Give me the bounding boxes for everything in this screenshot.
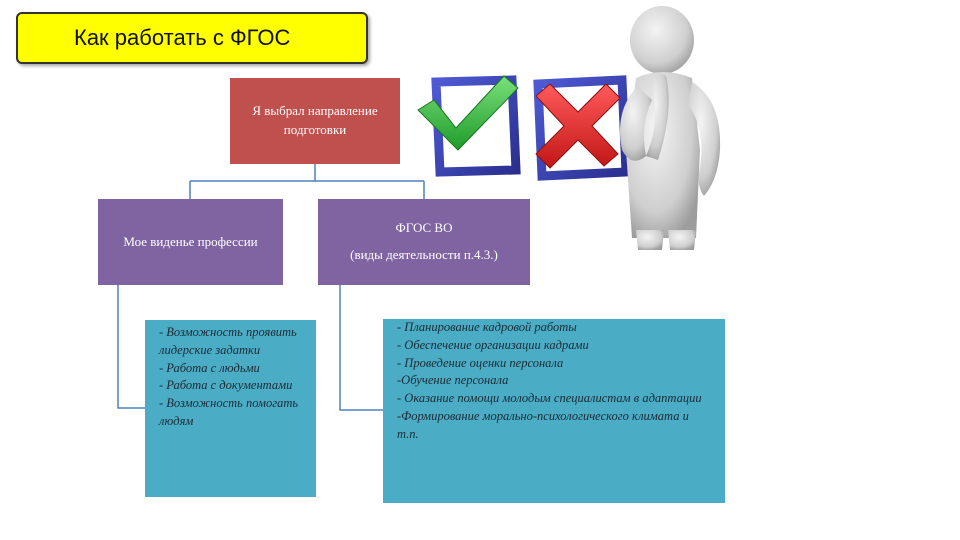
- leaf-left-item: - Возможность проявить лидерские задатки: [159, 325, 300, 357]
- title-text: Как работать с ФГОС: [74, 25, 291, 50]
- leaf-node-profession-points: - Возможность проявить лидерские задатки…: [145, 320, 316, 497]
- root-node: Я выбрал направление подготовки: [230, 78, 400, 164]
- child-node-fgos-title: ФГОС ВО: [395, 220, 453, 236]
- root-node-text: Я выбрал направление подготовки: [252, 103, 378, 137]
- leaf-right-item: -Обучение персонала: [397, 373, 509, 388]
- leaf-right-item: -Формирование морально-психологического …: [397, 408, 692, 441]
- leaf-right-item: - Обеспечение организации кадрами: [397, 337, 589, 352]
- leaf-right-item: - Проведение оценки персонала: [397, 355, 564, 370]
- leaf-node-fgos-activities: - Планирование кадровой работы - Обеспеч…: [383, 319, 725, 503]
- child-node-fgos-subtitle: (виды деятельности п.4.3.): [350, 247, 498, 262]
- thinking-person-figure: [620, 6, 721, 250]
- connector-left-leaf: [117, 285, 145, 409]
- leaf-left-item: - Возможность помогать людям: [159, 396, 302, 428]
- page-title: Как работать с ФГОС: [16, 12, 368, 64]
- child-node-fgos-vo: ФГОС ВО (виды деятельности п.4.3.): [318, 199, 530, 285]
- leaf-left-item: - Работа с людьми: [159, 360, 260, 375]
- connector-right-leaf: [339, 285, 383, 411]
- check-mark-icon: [417, 75, 521, 177]
- cross-mark-icon: [533, 75, 631, 181]
- child-node-profession-vision-text: Мое виденье профессии: [123, 233, 258, 249]
- leaf-right-item: - Планирование кадровой работы: [397, 320, 577, 334]
- illustration: [417, 6, 721, 250]
- leaf-left-item: - Работа с документами: [159, 378, 293, 393]
- leaf-right-item: - Оказание помощи молодым специалистам в…: [397, 391, 702, 405]
- child-node-profession-vision: Мое виденье профессии: [98, 199, 283, 285]
